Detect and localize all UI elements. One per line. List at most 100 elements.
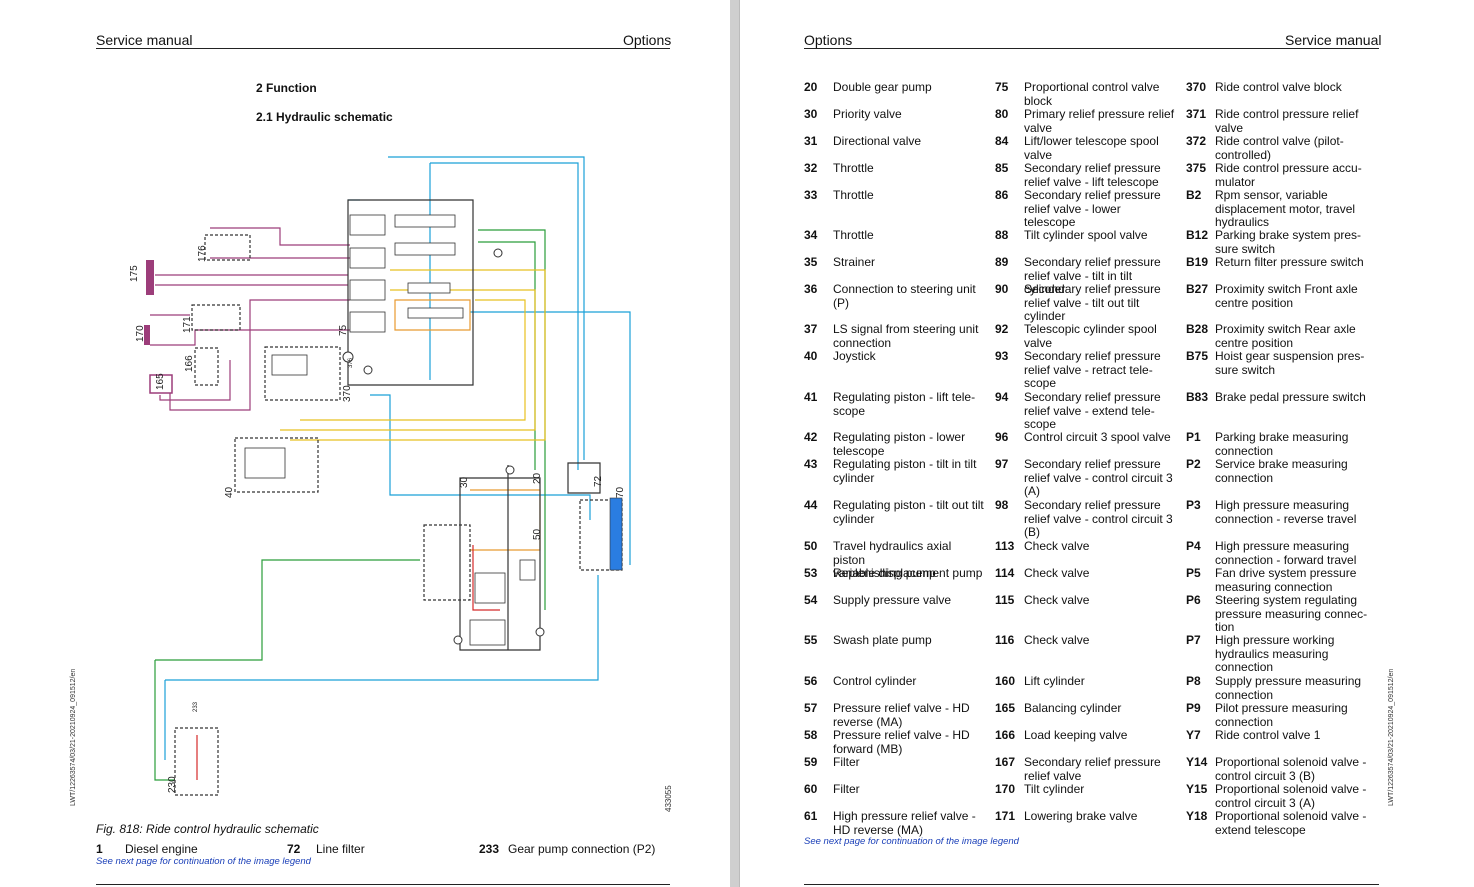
legend-number: 60 — [804, 782, 818, 796]
legend-text: Supply pressure valve — [833, 593, 952, 607]
legend-text: Proximity switch Rear axle centre positi… — [1215, 322, 1356, 350]
legend-number: 89 — [995, 255, 1009, 269]
legend-text: High pressure working hydraulics measuri… — [1215, 633, 1335, 674]
legend-text: High pressure relief valve - HD reverse … — [833, 809, 976, 837]
header-section: Options — [623, 32, 672, 48]
legend-number: 57 — [804, 701, 818, 715]
header-rule — [804, 48, 1379, 49]
legend-text: Line filter — [316, 842, 365, 856]
label-166: 166 — [184, 355, 195, 372]
legend-text: Regulating piston - lower telescope — [833, 430, 966, 458]
legend-number: P6 — [1186, 593, 1201, 607]
legend-number: 41 — [804, 390, 818, 404]
legend-text: Pressure relief valve - HD forward (MB) — [833, 728, 970, 756]
legend-text: Rpm sensor, variable displacement motor,… — [1215, 188, 1356, 229]
legend-text: Secondary relief pressure relief valve -… — [1024, 457, 1173, 498]
footer-rule — [96, 884, 670, 885]
label-170: 170 — [135, 325, 146, 342]
legend-text: Check valve — [1024, 539, 1090, 553]
legend-text: Brake pedal pressure switch — [1215, 390, 1366, 404]
legend-text: Ride control valve block — [1215, 80, 1342, 94]
legend-text: Travel hydraulics axial piston variable … — [833, 539, 983, 580]
legend-number: 86 — [995, 188, 1009, 202]
legend-text: Tilt cylinder spool valve — [1024, 228, 1148, 242]
legend-number: 370 — [1186, 80, 1207, 94]
figure-caption: Fig. 818: Ride control hydraulic schemat… — [96, 822, 319, 836]
continuation-link[interactable]: See next page for continuation of the im… — [804, 836, 1019, 847]
legend-number: 72 — [287, 842, 301, 856]
label-20: 20 — [532, 472, 543, 484]
legend-text: Check valve — [1024, 566, 1090, 580]
legend-number: 59 — [804, 755, 818, 769]
legend-text: Check valve — [1024, 633, 1090, 647]
legend-number: B2 — [1186, 188, 1202, 202]
legend-text: Hoist gear suspension pres- sure switch — [1215, 349, 1365, 377]
legend-text: Secondary relief pressure relief valve -… — [1024, 188, 1161, 229]
legend-text: Primary relief pressure relief valve — [1024, 107, 1175, 135]
header-title: Service manual — [96, 32, 193, 48]
legend-number: 44 — [804, 498, 818, 512]
legend-number: 20 — [804, 80, 818, 94]
legend-text: Fan drive system pressure measuring conn… — [1215, 566, 1357, 594]
legend-number: 167 — [995, 755, 1016, 769]
legend-text: Lowering brake valve — [1024, 809, 1138, 823]
legend-text: Tilt cylinder — [1024, 782, 1085, 796]
label-370: 370 — [342, 385, 353, 402]
legend-number: 93 — [995, 349, 1009, 363]
label-230: 230 — [167, 776, 178, 793]
legend-text: Balancing cylinder — [1024, 701, 1122, 715]
legend-number: P9 — [1186, 701, 1201, 715]
legend-number: 1 — [96, 842, 103, 856]
legend-number: 114 — [995, 566, 1015, 580]
legend-text: Supply pressure measuring connection — [1215, 674, 1362, 702]
legend-text: Joystick — [833, 349, 876, 363]
legend-text: Regulating piston - tilt in tilt cylinde… — [833, 457, 977, 485]
legend-text: Throttle — [833, 188, 874, 202]
legend-text: Strainer — [833, 255, 876, 269]
legend-text: Ride control pressure accu- mulator — [1215, 161, 1362, 189]
legend-number: 166 — [995, 728, 1016, 742]
legend-number: 43 — [804, 457, 818, 471]
legend-number: 88 — [995, 228, 1009, 242]
legend-text: Secondary relief pressure relief valve -… — [1024, 498, 1173, 539]
legend-text: Service brake measuring connection — [1215, 457, 1348, 485]
legend-text: Check valve — [1024, 593, 1090, 607]
legend-number: 55 — [804, 633, 818, 647]
legend-number: 80 — [995, 107, 1009, 121]
legend-text: Return filter pressure switch — [1215, 255, 1364, 269]
legend-text: Lift cylinder — [1024, 674, 1085, 688]
legend-number: 35 — [804, 255, 818, 269]
legend-text: Connection to steering unit (P) — [833, 282, 976, 310]
legend-text: Secondary relief pressure relief valve -… — [1024, 349, 1161, 390]
legend-number: 56 — [804, 674, 818, 688]
legend-number: Y15 — [1186, 782, 1208, 796]
legend-number: 58 — [804, 728, 818, 742]
legend-number: B75 — [1186, 349, 1209, 363]
legend-text: Proportional solenoid valve - extend tel… — [1215, 809, 1367, 837]
label-176: 176 — [197, 245, 208, 262]
legend-text: Directional valve — [833, 134, 922, 148]
legend-number: 233 — [479, 842, 500, 856]
legend-number: 75 — [995, 80, 1009, 94]
legend-number: 165 — [995, 701, 1016, 715]
legend-number: P2 — [1186, 457, 1201, 471]
legend-text: Parking brake measuring connection — [1215, 430, 1349, 458]
legend-text: Secondary relief pressure relief valve -… — [1024, 282, 1161, 323]
legend-number: P7 — [1186, 633, 1201, 647]
legend-number: 160 — [995, 674, 1016, 688]
legend-number: 36 — [804, 282, 818, 296]
legend-number: P3 — [1186, 498, 1201, 512]
legend-number: 92 — [995, 322, 1009, 336]
legend-text: Regulating piston - lift tele- scope — [833, 390, 976, 418]
legend-text: Gear pump connection (P2) — [508, 842, 656, 856]
legend-number: 371 — [1186, 107, 1207, 121]
label-30: 30 — [459, 476, 470, 488]
label-70: 70 — [615, 486, 626, 498]
legend-text: Control circuit 3 spool valve — [1024, 430, 1171, 444]
header-rule — [96, 48, 670, 49]
continuation-link[interactable]: See next page for continuation of the im… — [96, 856, 311, 867]
legend-text: Secondary relief pressure relief valve -… — [1024, 390, 1161, 431]
page-gutter — [730, 0, 739, 887]
legend-number: 40 — [804, 349, 818, 363]
